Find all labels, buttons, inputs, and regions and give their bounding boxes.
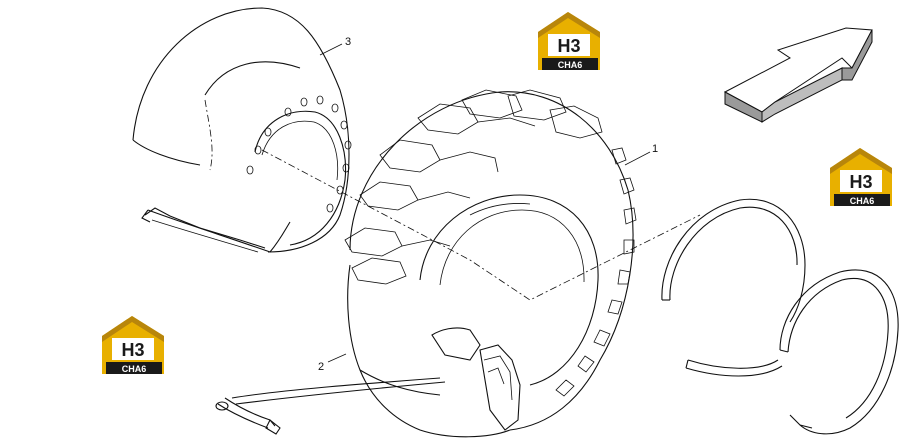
tire	[344, 89, 637, 431]
tire-shoulder-ribs	[555, 147, 637, 397]
logo-letters: H3	[121, 340, 144, 360]
logo-caption: CHA6	[850, 196, 875, 206]
watermark-logo-left: H3 CHA6	[102, 316, 164, 374]
side-ring	[779, 269, 899, 435]
logo-letters: H3	[557, 36, 580, 56]
tire-flap	[347, 264, 511, 438]
callout-2: 2	[318, 353, 347, 373]
callout-label-3: 3	[345, 36, 351, 48]
callout-label-1: 1	[652, 143, 658, 155]
rim-bolt-holes	[246, 95, 352, 213]
callout-label-2: 2	[318, 361, 324, 373]
assembly-axis	[261, 149, 701, 301]
watermark-logo-top: H3 CHA6	[538, 12, 600, 70]
logo-caption: CHA6	[122, 364, 147, 374]
orientation-arrow-icon	[723, 27, 873, 123]
valve-stem	[215, 377, 446, 435]
callout-3: 3	[319, 36, 351, 56]
lock-ring	[661, 198, 806, 377]
callout-1: 1	[624, 143, 658, 166]
logo-caption: CHA6	[558, 60, 583, 70]
tire-tread-blocks	[344, 89, 603, 285]
wheel-rim	[132, 7, 352, 253]
logo-letters: H3	[849, 172, 872, 192]
watermark-logo-right: H3 CHA6	[830, 148, 892, 206]
